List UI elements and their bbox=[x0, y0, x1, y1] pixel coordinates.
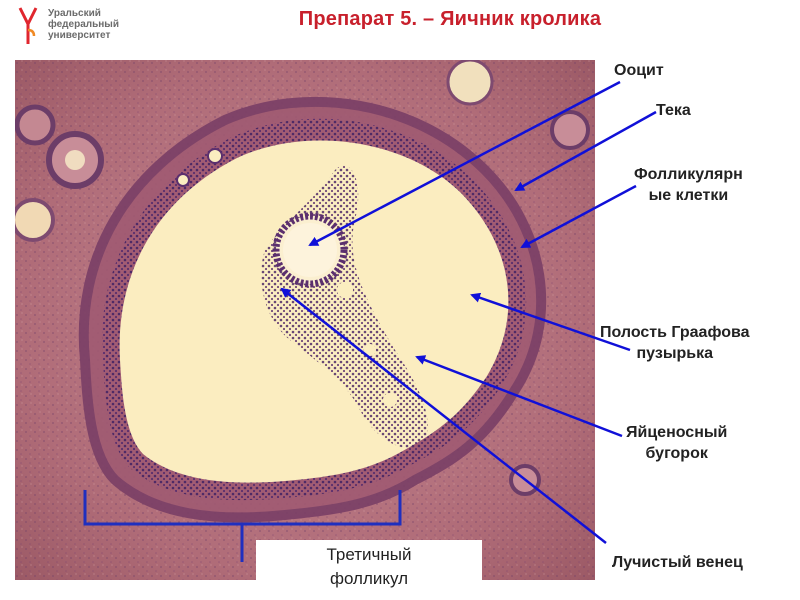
label-cumulus-line1: Яйценосный bbox=[626, 424, 728, 441]
label-cavity-line1: Полость Граафова bbox=[600, 324, 750, 341]
label-corona: Лучистый венец bbox=[612, 554, 743, 571]
label-cavity-line2: пузырька bbox=[636, 345, 713, 362]
follicle-bracket bbox=[83, 490, 402, 562]
university-logo-icon bbox=[18, 7, 38, 44]
label-follicular-cells: Фолликулярн ые клетки bbox=[634, 164, 743, 206]
follicular-cells-arrow bbox=[520, 184, 637, 249]
oocyte-arrow bbox=[308, 80, 621, 247]
label-cumulus: Яйценосный бугорок bbox=[626, 422, 727, 464]
logo-line: университет bbox=[48, 30, 111, 41]
label-cumulus-line2: бугорок bbox=[645, 445, 708, 462]
corona-arrow bbox=[280, 287, 607, 544]
label-follicular-cells-line2: ые клетки bbox=[648, 187, 729, 204]
caption-line2: фолликул bbox=[329, 569, 409, 588]
theca-arrow bbox=[514, 110, 657, 192]
university-logo: Уральский федеральный университет bbox=[18, 6, 168, 48]
caption-tertiary-follicle: Третичный фолликул bbox=[256, 540, 482, 600]
logo-line: Уральский bbox=[48, 8, 101, 19]
cavity-arrow bbox=[470, 292, 631, 352]
small-follicles bbox=[15, 60, 590, 496]
logo-text: Уральский федеральный университет bbox=[48, 8, 168, 41]
label-cavity: Полость Граафова пузырька bbox=[600, 322, 750, 364]
label-oocyte: Ооцит bbox=[614, 62, 664, 79]
caption-line1: Третичный bbox=[326, 545, 412, 564]
slide-title: Препарат 5. – Яичник кролика bbox=[298, 8, 602, 30]
micrograph bbox=[15, 60, 595, 580]
micrograph-image bbox=[15, 60, 595, 580]
cumulus-arrow bbox=[415, 355, 623, 438]
label-theca: Тека bbox=[656, 102, 691, 119]
logo-line: федеральный bbox=[48, 19, 119, 30]
label-follicular-cells-line1: Фолликулярн bbox=[634, 166, 743, 183]
